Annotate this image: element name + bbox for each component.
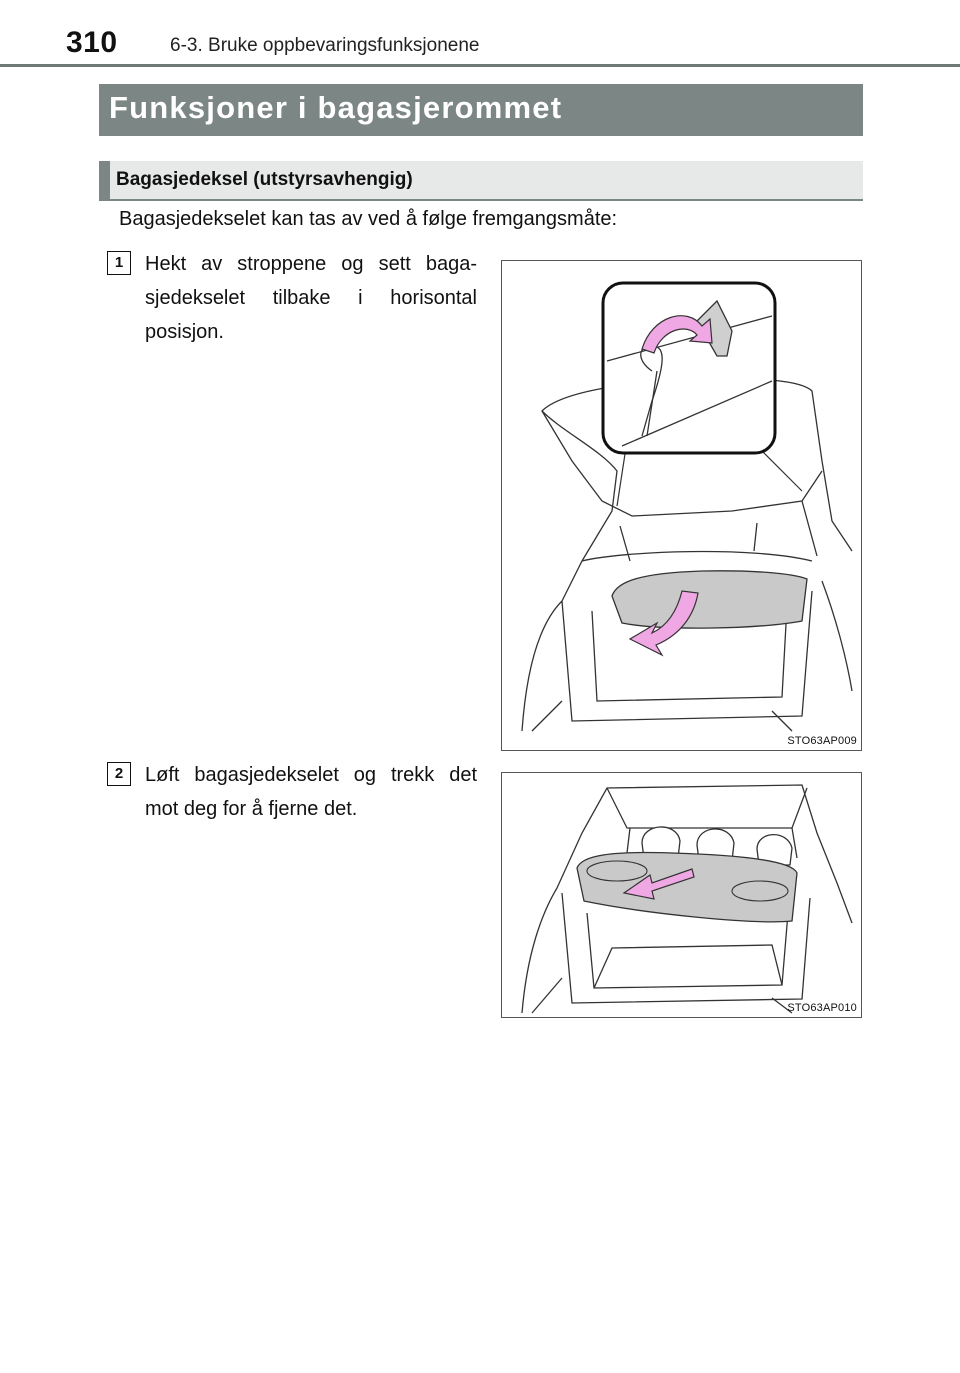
step-1-text: Hekt av stroppene og sett baga-sjedeksel… [145, 253, 477, 343]
figure-code: STO63AP009 [787, 735, 857, 747]
pink-arrow-icon [641, 315, 713, 354]
breadcrumb: 6-3. Bruke oppbevaringsfunksjonene [170, 35, 480, 56]
subsection-title: Bagasjedeksel (utstyrsavhengig) [116, 169, 413, 190]
header-divider [0, 64, 960, 67]
step-2-text: Løft bagasjedekselet og trekk det mot de… [145, 764, 477, 820]
pink-arrow-icon [628, 590, 699, 657]
intro-text: Bagasjedekselet kan tas av ved å følge f… [119, 208, 618, 230]
step-1-badge: 1 [107, 251, 131, 275]
section-banner: Funksjoner i bagasjerommet [99, 84, 863, 136]
page-number: 310 [66, 26, 118, 59]
figure-code: STO63AP010 [787, 1002, 857, 1014]
pink-arrow-icon [622, 868, 695, 900]
section-title: Funksjoner i bagasjerommet [109, 90, 563, 125]
step-2-badge: 2 [107, 762, 131, 786]
subsection-banner: Bagasjedeksel (utstyrsavhengig) [99, 161, 863, 201]
figure-step-2: STO63AP010 [501, 772, 862, 1018]
figure-step-1: STO63AP009 [501, 260, 862, 751]
trunk-illustration-2 [521, 784, 853, 1014]
trunk-illustration-1 [521, 281, 853, 732]
